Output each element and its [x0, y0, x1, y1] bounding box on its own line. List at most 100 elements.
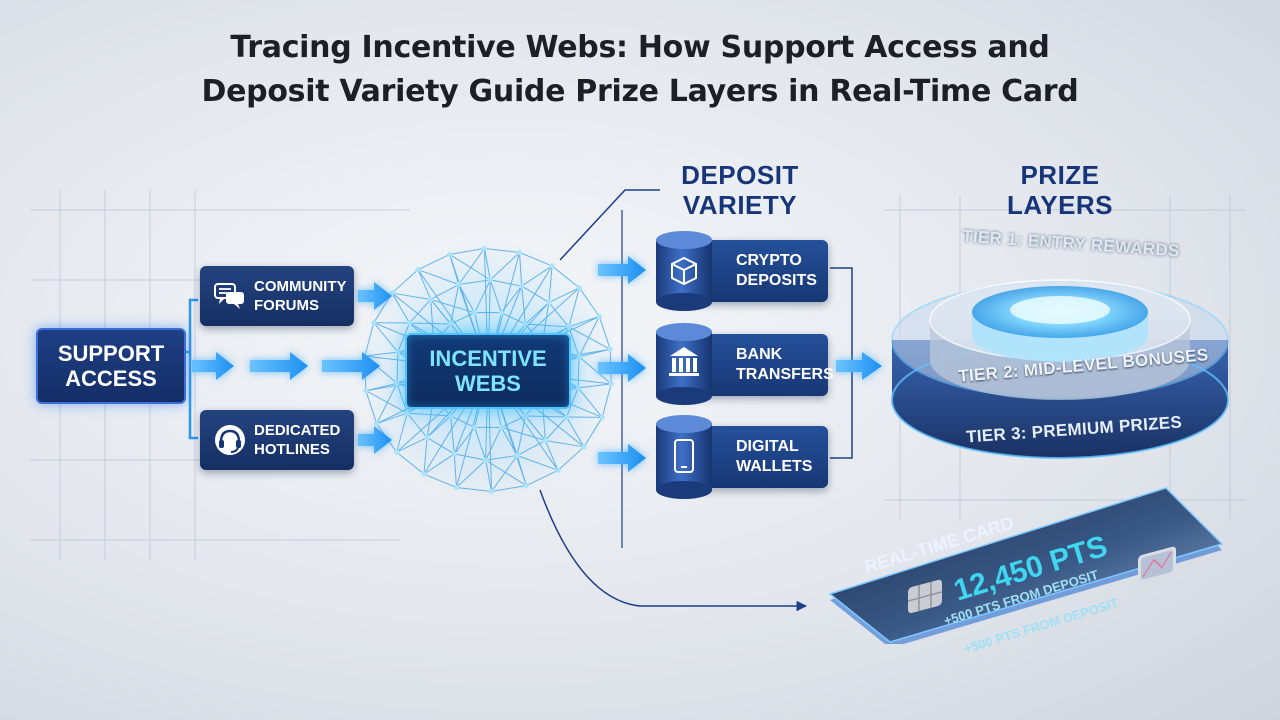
prize-heading-line-1: PRIZE	[1020, 160, 1100, 190]
web-node	[514, 452, 520, 459]
title-line-1: Tracing Incentive Webs: How Support Acce…	[230, 30, 1050, 65]
web-node	[596, 313, 602, 320]
prize-layers-heading: PRIZE LAYERS	[960, 160, 1160, 220]
forums-line-2: FORUMS	[254, 297, 319, 314]
arrow-support-3	[322, 352, 380, 380]
web-node	[488, 488, 495, 495]
bank-icon	[669, 347, 699, 376]
web-node	[453, 484, 460, 491]
web-node	[394, 380, 400, 386]
smartphone-icon	[674, 439, 694, 473]
prize-tier-disks	[891, 279, 1229, 459]
web-node	[522, 321, 529, 327]
support-branch-connector	[186, 298, 198, 440]
card-chip-icon	[908, 579, 942, 614]
web-node	[516, 249, 523, 256]
arrow-to-bank	[598, 354, 646, 382]
web-node	[555, 467, 561, 473]
chat-bubbles-icon	[214, 283, 244, 309]
crypto-cube-icon	[671, 256, 697, 286]
web-node	[447, 321, 454, 327]
card-connector	[539, 489, 808, 612]
bank-line-1: BANK	[736, 346, 783, 363]
web-node	[395, 349, 401, 355]
incentive-line-1: INCENTIVE	[429, 346, 547, 371]
arrow-to-wallets	[598, 444, 646, 472]
web-node	[456, 281, 462, 288]
web-node	[523, 482, 529, 489]
web-node	[404, 410, 410, 416]
web-node	[371, 320, 377, 326]
web-node	[522, 413, 529, 419]
hotlines-line-1: DEDICATED	[254, 422, 341, 439]
web-node	[607, 346, 613, 352]
arrow-hotlines-to-web	[358, 426, 392, 454]
deposit-variety-heading: DEPOSIT VARIETY	[640, 160, 840, 220]
arrow-support-1	[192, 352, 234, 380]
web-node	[546, 299, 552, 306]
bank-line-2: TRANSFERS	[736, 366, 834, 383]
web-node	[389, 290, 395, 296]
web-node	[472, 424, 478, 430]
support-label-line-2: ACCESS	[65, 366, 157, 391]
crypto-line-1: CRYPTO	[736, 252, 802, 269]
headset-icon	[215, 425, 245, 455]
deposit-heading-line-2: VARIETY	[682, 190, 798, 220]
wallets-line-1: DIGITAL	[736, 438, 799, 455]
web-node	[472, 310, 478, 316]
web-node	[576, 354, 582, 360]
arrow-forums-to-web	[358, 282, 392, 310]
deposit-heading-line-1: DEPOSIT	[681, 160, 799, 190]
web-node	[563, 414, 570, 420]
web-node	[421, 471, 427, 477]
forums-line-1: COMMUNITY	[254, 278, 347, 295]
community-forums-box: COMMUNITY FORUMS	[200, 266, 354, 326]
web-node	[406, 320, 413, 326]
tier-1-disk	[972, 286, 1148, 362]
real-time-card: REAL-TIME CARD 12,450 PTS +500 PTS FROM …	[826, 484, 1226, 656]
incentive-webs-box: INCENTIVE WEBS	[405, 333, 571, 409]
prize-heading-line-2: LAYERS	[1006, 190, 1114, 220]
web-node	[542, 437, 548, 444]
web-node	[575, 385, 581, 391]
support-access-box: SUPPORT ACCESS	[36, 328, 186, 404]
web-node	[428, 296, 434, 303]
web-node	[481, 245, 488, 252]
support-label-line-1: SUPPORT	[57, 341, 165, 366]
web-node	[487, 277, 493, 283]
web-node	[498, 424, 504, 430]
web-node	[576, 285, 582, 291]
crypto-line-2: DEPOSITS	[736, 272, 817, 289]
web-node	[447, 251, 453, 258]
wallets-line-2: WALLETS	[736, 458, 813, 475]
incentive-line-2: WEBS	[454, 371, 521, 396]
web-node	[447, 413, 454, 419]
wallet-cylinder	[656, 415, 712, 499]
web-node	[581, 444, 587, 450]
web-node	[451, 451, 457, 457]
arrow-to-crypto	[598, 256, 646, 284]
dedicated-hotlines-box: DEDICATED HOTLINES	[200, 410, 354, 470]
deposit-heading-connector	[559, 189, 660, 261]
web-node	[519, 283, 525, 289]
page-title: Tracing Incentive Webs: How Support Acce…	[0, 26, 1280, 114]
web-node	[363, 388, 369, 394]
hotlines-line-2: HOTLINES	[254, 441, 330, 458]
web-node	[498, 310, 504, 316]
card-body	[828, 487, 1224, 644]
arrow-to-prizes	[836, 352, 882, 380]
deposit-cylinders	[656, 231, 712, 499]
web-node	[374, 420, 380, 427]
web-node	[394, 449, 400, 455]
web-node	[608, 381, 614, 387]
bank-cylinder	[656, 323, 712, 405]
web-node	[549, 263, 555, 269]
web-node	[566, 324, 572, 330]
web-node	[415, 267, 421, 273]
web-node	[424, 434, 430, 441]
web-node	[483, 457, 489, 463]
web-node	[599, 414, 605, 420]
arrow-support-2	[250, 352, 308, 380]
